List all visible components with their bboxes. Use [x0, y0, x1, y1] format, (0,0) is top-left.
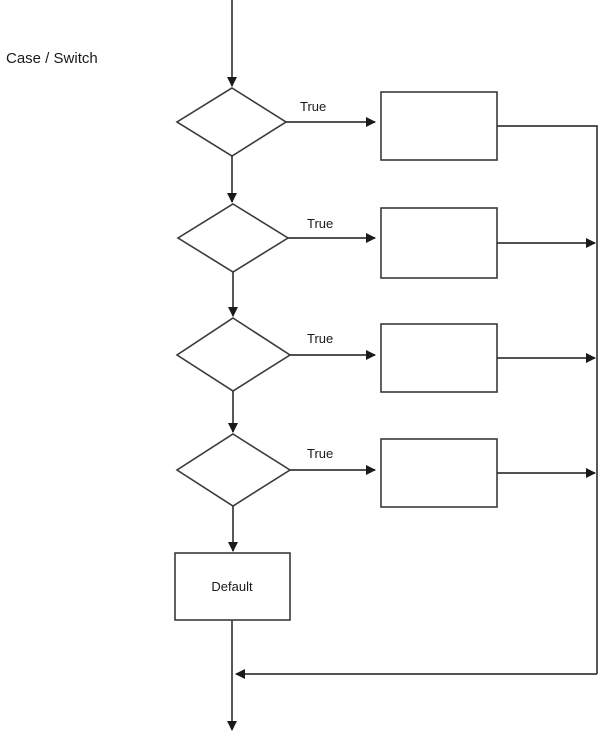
diagram-title: Case / Switch — [6, 50, 98, 67]
action-box-2[interactable] — [380, 207, 498, 279]
action-box-3[interactable] — [380, 323, 498, 393]
default-box-label: Default — [211, 579, 253, 594]
action-box-1[interactable] — [380, 91, 498, 161]
action-box-4[interactable] — [380, 438, 498, 508]
default-box[interactable] — [174, 552, 291, 621]
decision-diamond-2[interactable] — [176, 203, 290, 273]
branch-4-true-label: True — [307, 446, 333, 461]
branch-1-merge-path — [497, 125, 598, 674]
branch-1-true-label: True — [300, 99, 326, 114]
decision-diamond-1[interactable] — [175, 87, 288, 157]
decision-diamond-4[interactable] — [175, 433, 292, 507]
branch-2-true-label: True — [307, 216, 333, 231]
decision-diamond-3[interactable] — [175, 317, 292, 392]
branch-3-true-label: True — [307, 331, 333, 346]
